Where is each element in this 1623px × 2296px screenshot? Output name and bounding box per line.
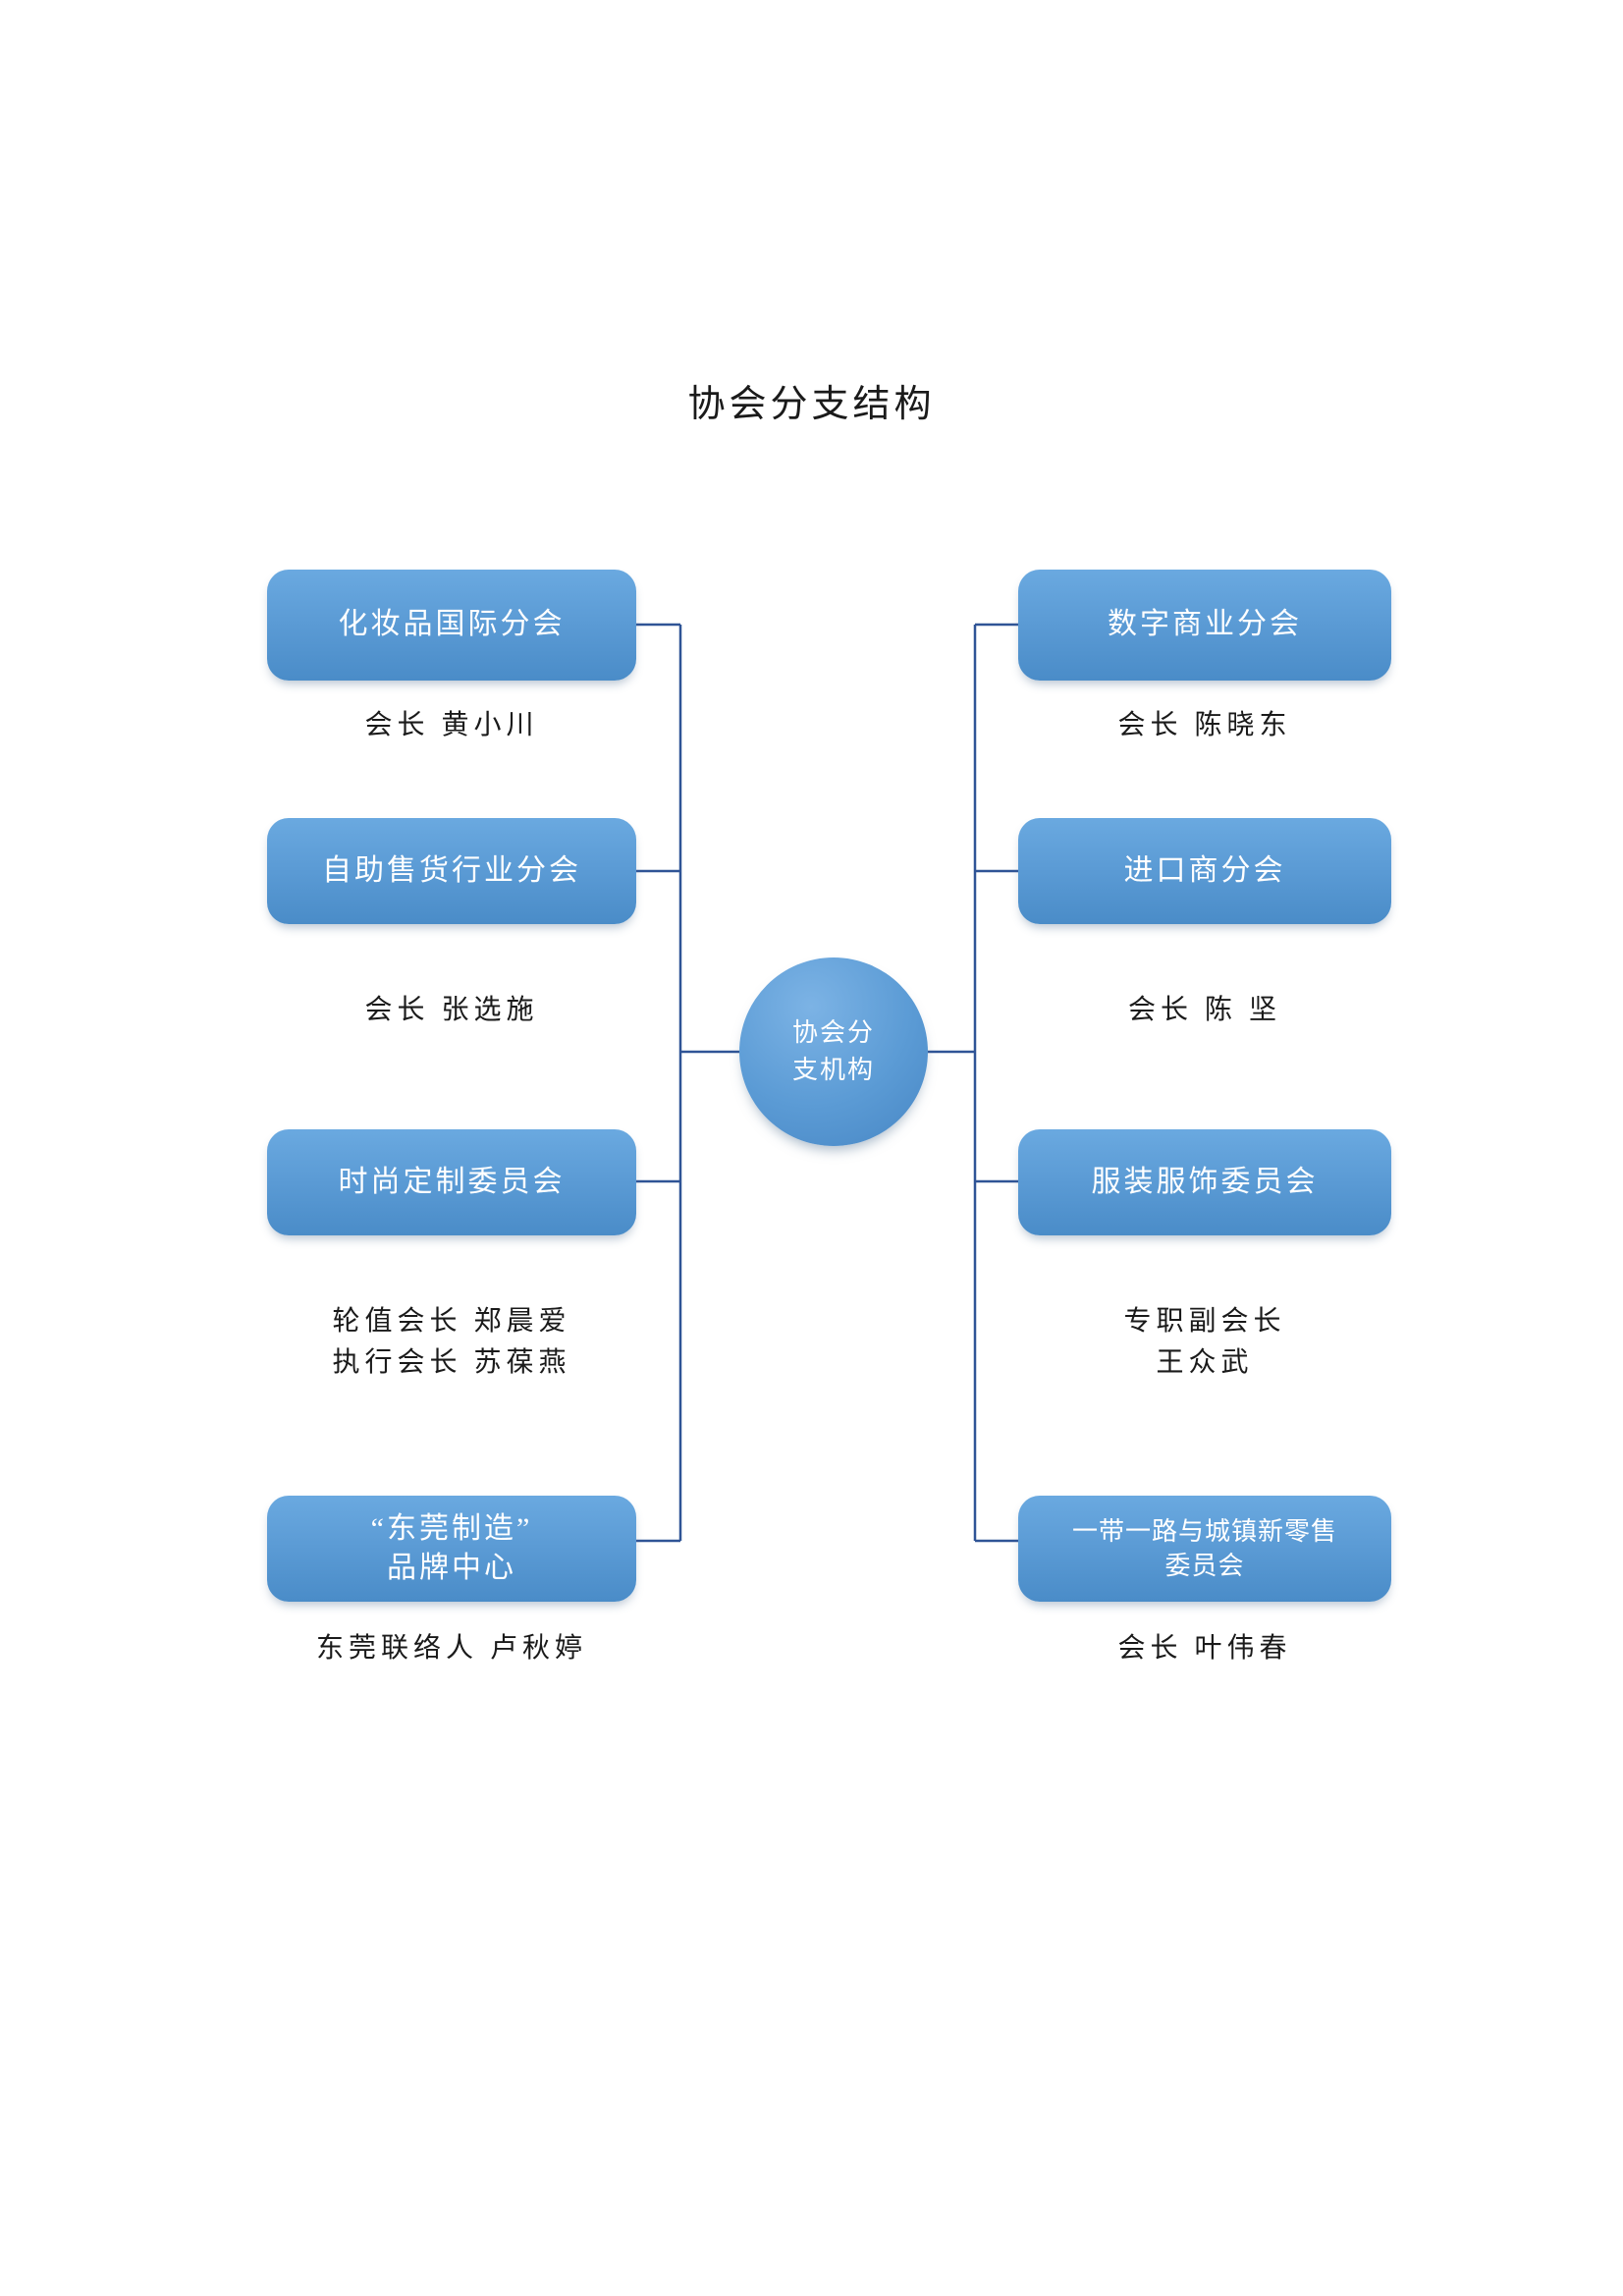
center-hub-label: 协会分 支机构	[791, 1018, 875, 1084]
page-title: 协会分支结构	[687, 384, 936, 425]
caption-right-3: 会长 叶伟春	[1117, 1633, 1292, 1664]
node-box-right-2[interactable]: 服装服饰委员会	[1018, 1129, 1391, 1235]
node-label: “东莞制造” 品牌中心	[370, 1511, 533, 1585]
node-box-left-3[interactable]: “东莞制造” 品牌中心	[267, 1496, 636, 1602]
node-box-left-2[interactable]: 时尚定制委员会	[267, 1129, 636, 1235]
node-box-left-0[interactable]: 化妆品国际分会	[267, 570, 636, 681]
node-label: 进口商分会	[1123, 853, 1286, 887]
caption-left-1: 会长 张选施	[364, 995, 539, 1025]
node-label: 数字商业分会	[1108, 608, 1302, 641]
node-box-right-3[interactable]: 一带一路与城镇新零售 委员会	[1018, 1496, 1391, 1602]
node-label: 服装服饰委员会	[1091, 1165, 1319, 1198]
node-label: 时尚定制委员会	[338, 1165, 566, 1198]
caption-left-2: 轮值会长 郑晨爱 执行会长 苏葆燕	[332, 1306, 571, 1378]
caption-right-2: 专职副会长 王众武	[1123, 1306, 1286, 1378]
node-box-right-1[interactable]: 进口商分会	[1018, 818, 1391, 924]
center-hub-node[interactable]: 协会分 支机构	[739, 957, 928, 1146]
caption-left-0: 会长 黄小川	[364, 710, 539, 740]
caption-left-3: 东莞联络人 卢秋婷	[315, 1633, 587, 1664]
caption-right-0: 会长 陈晓东	[1117, 710, 1292, 740]
node-label: 一带一路与城镇新零售 委员会	[1071, 1516, 1337, 1580]
node-label: 化妆品国际分会	[338, 608, 566, 641]
node-box-left-1[interactable]: 自助售货行业分会	[267, 818, 636, 924]
node-box-right-0[interactable]: 数字商业分会	[1018, 570, 1391, 681]
caption-right-1: 会长 陈 坚	[1127, 995, 1281, 1025]
node-label: 自助售货行业分会	[322, 853, 581, 887]
